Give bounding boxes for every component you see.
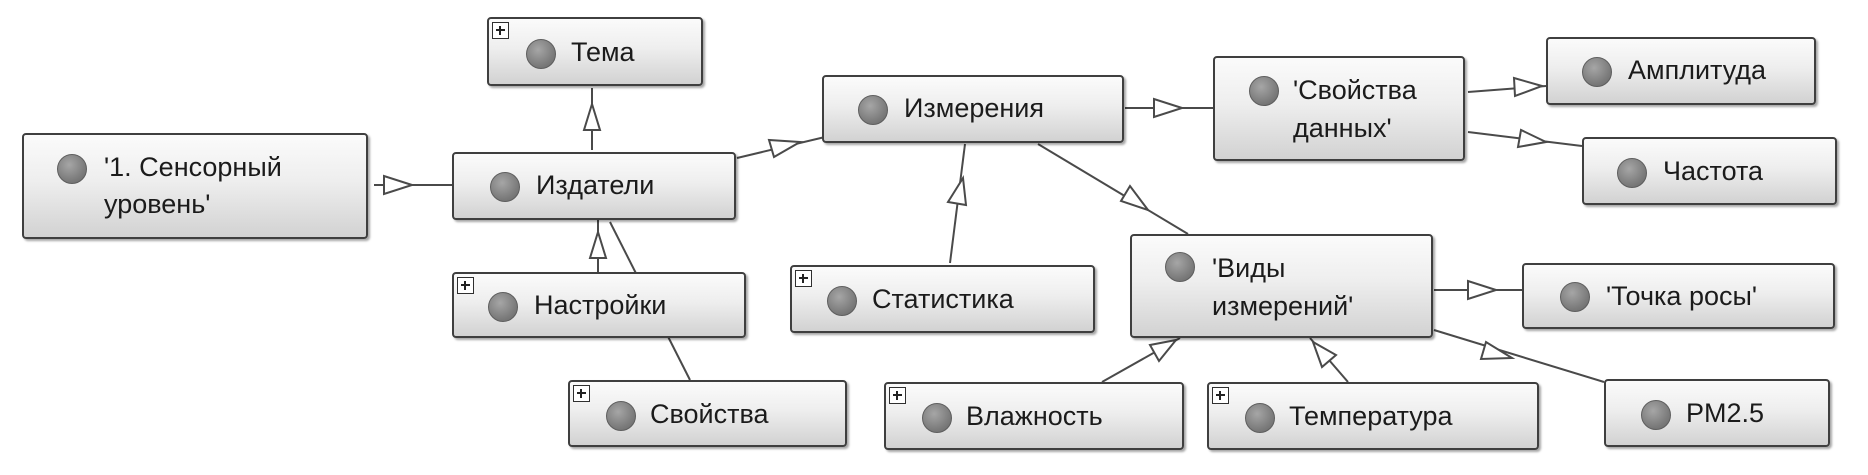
- node-svoistva-dannyh[interactable]: 'Свойства данных': [1213, 56, 1465, 161]
- class-bullet-icon: [488, 292, 518, 322]
- node-label: Амплитуда: [1628, 55, 1767, 85]
- node-tochka-rosy[interactable]: 'Точка росы': [1522, 263, 1835, 329]
- class-bullet-icon: [1641, 400, 1671, 430]
- expand-plus-icon[interactable]: [573, 385, 590, 402]
- arrowhead-tochka-rosy: [1467, 279, 1500, 301]
- node-label: Настройки: [534, 290, 667, 320]
- node-label: 'Точка росы': [1606, 281, 1758, 311]
- class-bullet-icon: [858, 95, 888, 125]
- node-label: Измерения: [904, 93, 1045, 123]
- arrowhead-statistika: [946, 175, 968, 207]
- node-label: Частота: [1663, 156, 1764, 186]
- node-label-line2: данных': [1293, 113, 1392, 143]
- arrowhead-vidy-from-izmereniya: [1119, 184, 1151, 212]
- class-bullet-icon: [1245, 403, 1275, 433]
- expand-plus-icon[interactable]: [1212, 387, 1229, 404]
- class-bullet-icon: [1560, 282, 1590, 312]
- node-label: Свойства: [650, 399, 769, 429]
- class-bullet-icon: [922, 403, 952, 433]
- edge-vidy-pm25: [1433, 329, 1605, 383]
- node-amplituda[interactable]: Амплитуда: [1546, 37, 1816, 105]
- node-label-line1: '1. Сенсорный: [104, 152, 282, 182]
- node-label: Влажность: [966, 401, 1103, 431]
- class-bullet-icon: [490, 172, 520, 202]
- node-label-line2: измерений': [1212, 291, 1354, 321]
- expand-plus-icon[interactable]: [889, 387, 906, 404]
- class-bullet-icon: [1165, 252, 1195, 282]
- node-label: Температура: [1289, 401, 1453, 431]
- arrowhead-tema: [582, 100, 602, 131]
- arrowhead-pm25: [1479, 340, 1516, 361]
- class-bullet-icon: [606, 401, 636, 431]
- node-label: Статистика: [872, 284, 1014, 314]
- class-bullet-icon: [827, 286, 857, 316]
- node-statistika[interactable]: Статистика: [790, 265, 1095, 333]
- expand-plus-icon[interactable]: [795, 270, 812, 287]
- arrowhead-sensor: [383, 174, 416, 196]
- node-label-line1: 'Свойства: [1293, 75, 1417, 105]
- expand-plus-icon[interactable]: [457, 277, 474, 294]
- node-izdateli[interactable]: Издатели: [452, 152, 736, 220]
- class-bullet-icon: [1582, 57, 1612, 87]
- class-bullet-icon: [1617, 158, 1647, 188]
- node-vidy-izmerenii[interactable]: 'Виды измерений': [1130, 234, 1433, 338]
- edge-izmereniya-vidy: [1037, 143, 1189, 235]
- node-nastroiki[interactable]: Настройки: [452, 272, 746, 338]
- node-chastota[interactable]: Частота: [1582, 137, 1837, 205]
- node-label: Издатели: [536, 170, 655, 200]
- node-label: Тема: [571, 37, 635, 67]
- node-label-line2: уровень': [104, 189, 211, 219]
- arrowhead-vidy-from-temperatura: [1311, 339, 1338, 369]
- node-izmereniya[interactable]: Измерения: [822, 75, 1124, 143]
- expand-plus-icon[interactable]: [492, 22, 509, 39]
- node-sensor-level[interactable]: '1. Сенсорный уровень': [22, 133, 368, 239]
- arrowhead-chastota: [1516, 128, 1550, 149]
- node-label-line1: 'Виды: [1212, 253, 1286, 283]
- node-label: PM2.5: [1686, 398, 1765, 428]
- node-vlazhnost[interactable]: Влажность: [884, 382, 1184, 450]
- class-bullet-icon: [57, 154, 87, 184]
- class-bullet-icon: [526, 39, 556, 69]
- arrowhead-amplituda: [1512, 76, 1546, 98]
- arrowhead-svoistva-dannyh: [1153, 97, 1186, 119]
- node-tema[interactable]: Тема: [487, 17, 703, 86]
- class-bullet-icon: [1249, 76, 1279, 106]
- arrowhead-vidy-from-vlazhnost: [1148, 338, 1179, 363]
- node-svoistva[interactable]: Свойства: [568, 380, 847, 447]
- node-temperatura[interactable]: Температура: [1207, 382, 1539, 450]
- arrowhead-nastroiki: [588, 228, 608, 259]
- node-pm25[interactable]: PM2.5: [1604, 379, 1830, 447]
- arrowhead-izmereniya-from-izdateli: [767, 138, 804, 159]
